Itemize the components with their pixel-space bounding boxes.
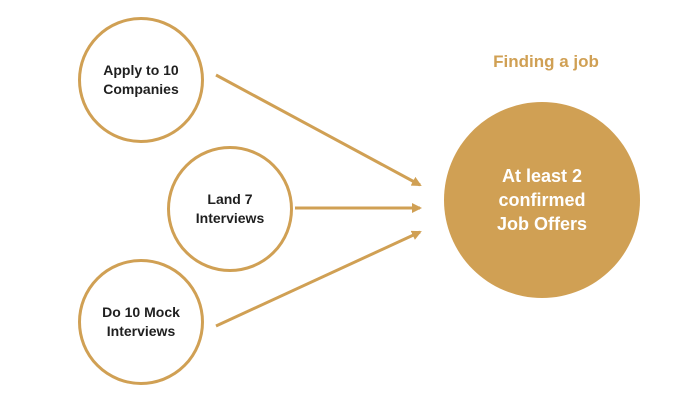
input-node-apply: Apply to 10 Companies [78,17,204,143]
input-node-mock-interviews: Do 10 Mock Interviews [78,259,204,385]
input-node-label: Apply to 10 Companies [103,62,179,97]
goal-node-label: At least 2 confirmed Job Offers [496,166,588,234]
goal-node: At least 2 confirmed Job Offers [444,102,640,298]
input-node-label: Do 10 Mock Interviews [102,304,180,339]
arrow-mock-to-goal [215,230,422,328]
input-node-label: Land 7 Interviews [195,191,265,226]
input-node-interviews: Land 7 Interviews [167,146,293,272]
diagram-title: Finding a job [493,52,599,71]
arrow-apply-to-goal [215,73,422,187]
